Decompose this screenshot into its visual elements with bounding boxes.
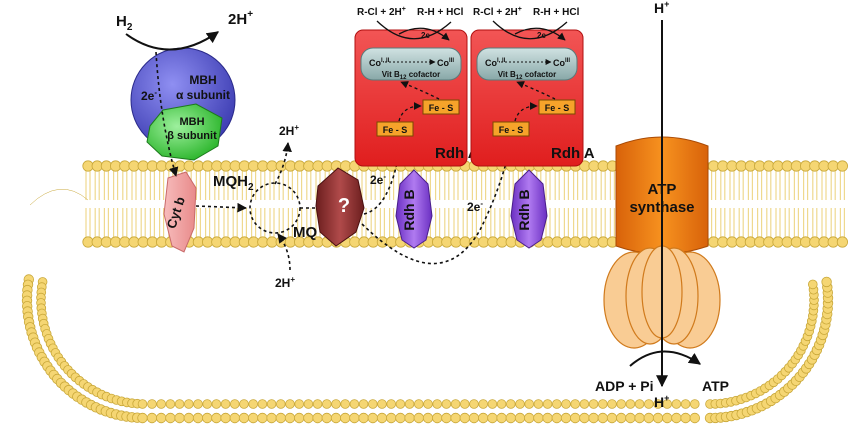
mbh-alpha-label-1: MBH [189,73,216,87]
unknown-protein: ? [315,167,365,247]
vit-b12-label: Vit B12 cofactor [382,70,441,81]
adp-pi-label: ADP + Pi [595,378,654,394]
co-left-label: CoI, II [369,58,390,68]
mbh-alpha-label-2: α subunit [176,88,230,102]
h2-label: H2 [116,13,133,33]
fe-s-lower-label: Fe - S [383,125,408,135]
fe-s-transfer-path [398,102,422,122]
vit-b12-cofactor [360,47,462,81]
rdha-label: Rdh A [551,145,595,162]
fe-s-upper-label: Fe - S [545,103,570,113]
rdha-2e-label: 2e [537,31,546,40]
cytb-to-mq-arrow [195,202,247,213]
rdha-reactant-label: R-Cl + 2H+ [473,6,522,18]
rdha1-2e-label: 2e- [370,172,386,187]
unknown-to-rdha2-electron-path [361,147,513,265]
rdhb-unit-2: Rdh B [510,169,548,249]
mqh2-label: MQH2 [213,173,254,193]
rdhb-unit-1: Rdh B [395,169,433,249]
atp-synthesis-arrow [629,350,701,367]
menaquinone-cycle: MQH2 MQ 2H+ 2H+ [213,123,318,290]
co-right-label: CoIII [437,58,454,68]
rdha-reaction-arrow [376,20,452,40]
co-right-label: CoIII [553,58,570,68]
rdha-2e-label: 2e [421,31,430,40]
rdhb-1-label: Rdh B [401,189,417,230]
rdha-reactant-label: R-Cl + 2H+ [357,6,406,18]
fe-s-to-b12-path [400,81,440,100]
mbh-electron-path [155,51,179,177]
rdha2-2e-label: 2e- [467,199,483,214]
mq-label: MQ [293,224,317,241]
rdha-electron-arrow [514,27,566,41]
2h-plus-upper-label: 2H+ [279,123,299,138]
rdhb-2-label: Rdh B [516,189,532,230]
fe-s-lower-label: Fe - S [499,125,524,135]
fe-s-cluster-lower [376,121,414,137]
h-plus-top-label: H+ [654,0,669,16]
fe-s-transfer-path [514,102,538,122]
h2-oxidation-arrow [125,31,219,51]
atp-label: ATP [702,378,729,394]
mbh-beta-subunit [146,103,223,161]
mbh-beta-label-2: β subunit [167,130,217,142]
co-left-label: CoI, II [485,58,506,68]
fe-s-to-b12-path [516,81,556,100]
2h-plus-top-label: 2H+ [228,9,253,28]
mbh-2e-label: 2e- [141,88,157,103]
mq-proton-uptake-arrow [277,233,291,271]
vit-b12-cofactor [476,47,578,81]
2h-plus-lower-label: 2H+ [275,275,295,290]
h-plus-bottom-label: H+ [654,393,669,410]
rdha-product-label: R-H + HCl [417,7,464,18]
rdha-electron-arrow [398,27,450,41]
fe-s-cluster-lower [492,121,530,137]
lipid-heads [21,160,849,424]
rdha-label: Rdh A [435,145,479,162]
mbh-hydrogenase: MBH α subunit MBH β subunit [130,47,236,161]
fe-s-upper-label: Fe - S [429,103,454,113]
fe-s-cluster-upper [422,99,460,115]
vit-b12-label: Vit B12 cofactor [498,70,557,81]
cyt-b-protein: Cyt b [163,171,197,253]
rdha-product-label: R-H + HCl [533,7,580,18]
lipid-tails [85,171,845,237]
mbh-beta-label-1: MBH [179,116,204,128]
fe-s-cluster-upper [538,99,576,115]
rdha-reaction-arrow [492,20,568,40]
unknown-protein-label: ? [338,195,350,217]
